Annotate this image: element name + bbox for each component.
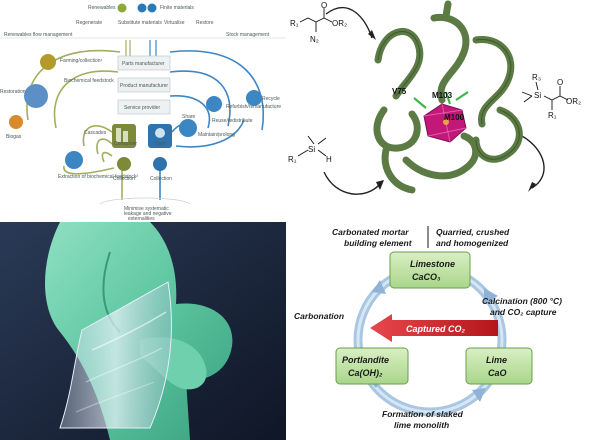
lime-formula: CaO [488,368,507,378]
biochem-label: Biochemical feedstock [64,78,114,84]
heme-cofactor [423,103,467,143]
circular-economy-svg: Renewables Finite materials Regenerate S… [0,3,286,222]
lime-box [465,347,533,385]
limestone-cycle-panel: Carbonated mortar building element Quarr… [286,222,592,440]
cascades-label: Cascades [84,130,107,136]
recycle-label: Recycle [262,96,280,102]
product-box [117,77,171,93]
limestone-box [389,251,471,289]
bottom-line-1: Minimise systematic [124,206,169,212]
product-o: O [557,78,563,87]
carbonation-label: Carbonation [294,311,344,321]
reactant-left-si: Si [308,145,315,154]
formation-2: lime monolith [394,420,449,430]
film-photo-panel [0,222,286,440]
ring-arrow-nw [372,280,386,294]
product-r1: R₁ [548,111,557,120]
parts-label: Parts manufacturer [122,61,165,67]
reactant-left-r1: R₁ [288,155,297,164]
collection-left-label: Collection [113,176,135,182]
portlandite-name: Portlandite [342,355,389,365]
limestone-formula: CaCO₃ [412,272,441,282]
ring-arrow-se [472,388,486,402]
farming-label: Farming/collection¹ [60,58,103,64]
reuse-label: Reuse/redistribute [212,118,253,124]
reaction-svg: R₁ O OR₂ N₂ R₁ Si H R₃ [288,0,581,195]
stock-loops [159,50,264,200]
residue-m103: M103 [432,91,453,100]
farming-icon [40,54,56,70]
restoration-label: Restoration [0,89,26,95]
earth-icon [24,84,48,108]
product-si: Si [534,91,541,100]
header-right-2: and homogenized [436,238,509,248]
limestone-cycle-svg: Carbonated mortar building element Quarr… [294,226,562,430]
film-photo-svg [0,222,286,440]
residue-v75: V75 [392,87,407,96]
collection-right-label: Collection [150,176,172,182]
right-header: Stock management [226,32,270,38]
limestone-name: Limestone [410,259,455,269]
product-or2: OR₂ [566,97,581,106]
collection-left-icon [117,157,131,171]
finite-materials-icon-2 [147,3,157,13]
service-label: Service provider [124,105,160,111]
portlandite-formula: Ca(OH)₂ [348,368,383,378]
transparent-film [59,281,172,429]
formation-1: Formation of slaked [382,409,464,419]
arrow-bottom-left [323,171,381,195]
action-restore: Restore [196,20,214,26]
action-regenerate: Regenerate [76,20,102,26]
header-left-2: building element [344,238,413,248]
circular-economy-panel: Renewables Finite materials Regenerate S… [0,0,286,222]
arrow-right [521,135,545,189]
finite-materials-icon [137,3,147,13]
biogas-icon [9,115,23,129]
action-substitute: Substitute materials [118,20,162,26]
reactant-top-o: O [321,1,327,10]
maintain-label: Maintain/prolong [198,132,235,138]
consumer-label: Consumer [114,141,137,147]
residue-m100: M100 [444,113,465,122]
factory-icon [206,96,222,112]
share-label: Share [182,114,196,120]
reactant-left-h: H [326,155,332,164]
calcination-2: and CO₂ capture [490,307,557,317]
header-right-1: Quarried, crushed [436,227,510,237]
service-box [117,99,171,115]
renewables-label: Renewables [88,5,116,11]
lime-name: Lime [486,355,507,365]
user-label: User [155,141,166,147]
collection-right-icon [153,157,167,171]
bottom-line-3: externalities [128,216,155,222]
renewables-icon [117,3,127,13]
product-r3: R₃ [532,73,541,82]
action-virtualise: Virtualise [164,20,185,26]
header-left-1: Carbonated mortar [332,227,409,237]
wrench-icon [179,119,197,137]
reactant-top-or2: OR₂ [332,19,347,28]
parts-box [117,55,171,71]
calcination-1: Calcination (800 °C) [482,296,562,306]
product-label: Product manufacturer [120,83,168,89]
captured-co2-label: Captured CO₂ [406,324,466,334]
left-header: Renewables flow management [4,32,73,38]
ring-arrow-ne [484,288,498,304]
reactant-top-n2: N₂ [310,35,319,44]
biogas-label: Biogas [6,134,22,140]
green-residues [413,91,469,109]
reactant-top-r1: R₁ [290,19,299,28]
flask-icon [65,151,83,169]
portlandite-box [335,347,409,385]
bottom-line-2: leakage and negative [124,211,172,217]
captured-co2-arrow [370,314,498,342]
extraction-label: Extraction of biochemical feedstock² [58,174,138,180]
reaction-panel: R₁ O OR₂ N₂ R₁ Si H R₃ [286,0,592,222]
refurbish-label: Refurbish/remanufacture [226,104,281,110]
finite-materials-label: Finite materials [160,5,194,11]
recycle-icon [246,90,262,106]
